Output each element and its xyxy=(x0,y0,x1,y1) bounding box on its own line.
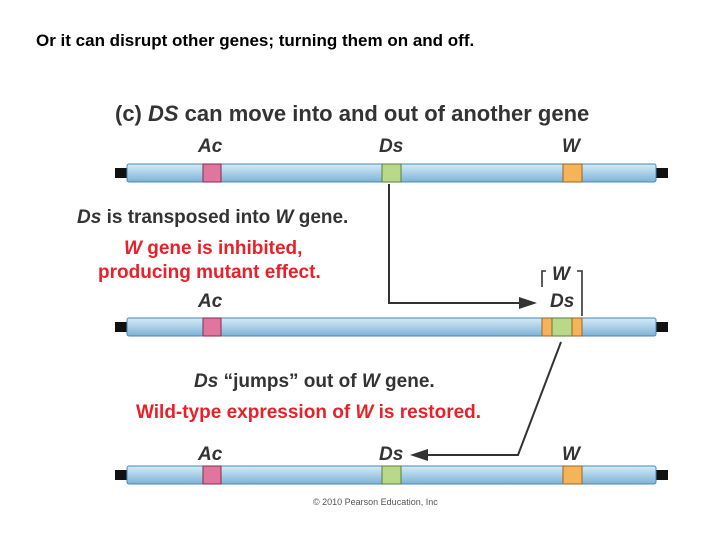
step2-line1-a: “jumps” out of xyxy=(218,371,362,392)
ac-band-2 xyxy=(202,317,222,337)
gene-label-ac-2: Ac xyxy=(198,291,223,312)
step2-line2-b: is restored. xyxy=(373,402,482,423)
step1-line1: Ds is transposed into W gene. xyxy=(77,207,348,229)
slide-title: Or it can disrupt other genes; turning t… xyxy=(36,31,475,50)
step2-w: W xyxy=(361,371,380,392)
chromosome-1 xyxy=(115,163,668,183)
step1-ds: Ds xyxy=(77,207,102,228)
step1-line1-a: is transposed into xyxy=(101,207,276,228)
ac-band-1 xyxy=(202,163,222,183)
step2-ds: Ds xyxy=(194,371,219,392)
step1-line3: producing mutant effect. xyxy=(98,262,321,283)
step1-line1-b: gene. xyxy=(293,207,349,228)
step2-line2: Wild-type expression of W is restored. xyxy=(136,402,481,424)
gene-label-ac-3: Ac xyxy=(198,444,223,465)
gene-label-ds-3: Ds xyxy=(379,444,404,465)
step2-line1: Ds “jumps” out of W gene. xyxy=(194,371,435,393)
gene-label-ac-1: Ac xyxy=(198,136,223,157)
step2-line1-b: gene. xyxy=(379,371,435,392)
gene-label-ds-2: Ds xyxy=(550,291,575,312)
panel-heading-rest: can move into and out of another gene xyxy=(178,101,590,126)
step2-line2-a: Wild-type expression of xyxy=(136,402,356,423)
step1-line2-w: W xyxy=(124,238,142,259)
copyright-notice: © 2010 Pearson Education, Inc xyxy=(313,497,438,507)
insertion-arrow xyxy=(388,184,537,309)
gene-label-w-2: W xyxy=(552,264,570,285)
gene-label-w-1: W xyxy=(562,136,580,157)
chromosome-2 xyxy=(115,317,668,337)
ds-band-1 xyxy=(381,163,402,183)
ds-band-3 xyxy=(381,465,402,485)
gene-label-ds-1: Ds xyxy=(379,136,404,157)
ac-band-3 xyxy=(202,465,222,485)
step1-w: W xyxy=(275,207,294,228)
ds-band-2 xyxy=(551,317,573,337)
step2-line2-w: W xyxy=(355,402,374,423)
panel-heading-prefix: (c) xyxy=(115,101,148,126)
w-band-2-left xyxy=(541,317,553,337)
gene-label-w-3: W xyxy=(562,444,580,465)
panel-heading: (c) DS can move into and out of another … xyxy=(115,101,589,127)
w-band-3 xyxy=(562,465,583,485)
step1-line2-rest: gene is inhibited, xyxy=(141,238,303,259)
w-bracket xyxy=(541,270,583,316)
chromosome-3 xyxy=(115,465,668,485)
w-band-2-right xyxy=(571,317,583,337)
step1-line2: W gene is inhibited, xyxy=(124,238,302,260)
panel-heading-ds: DS xyxy=(148,101,179,126)
w-band-1 xyxy=(562,163,583,183)
excision-arrow xyxy=(410,341,562,461)
